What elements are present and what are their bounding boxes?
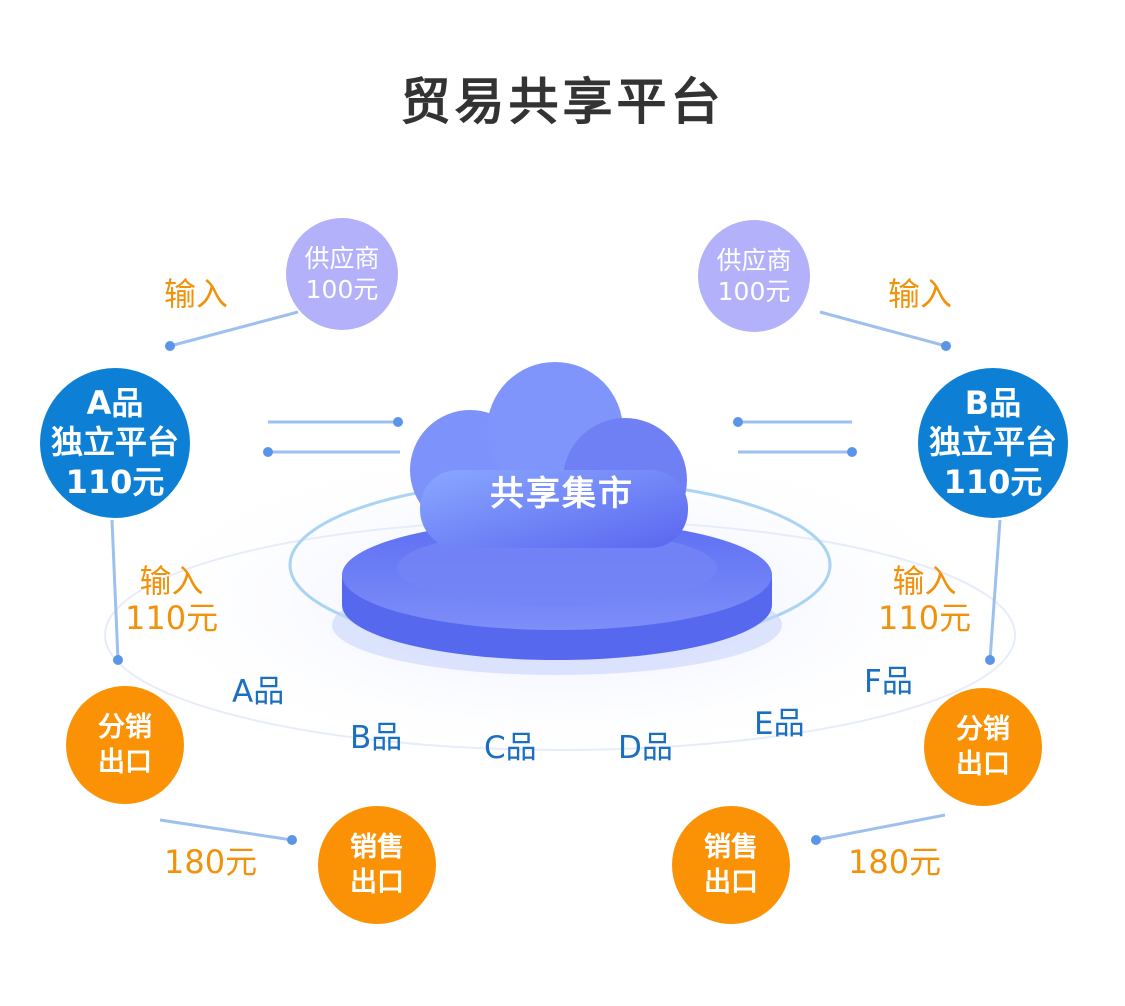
product-label-d: D品: [618, 730, 673, 766]
supplier-right-price: 100元: [717, 277, 791, 306]
product-label-c: C品: [484, 730, 537, 766]
distribution-left-line1: 分销: [98, 711, 152, 743]
platform-b-price: 110元: [943, 462, 1043, 501]
cloud-label: 共享集市: [490, 474, 634, 514]
sales-right-line2: 出口: [704, 867, 758, 898]
distribution-left-line2: 出口: [98, 747, 152, 778]
platform-a-name: 独立平台: [50, 423, 179, 462]
supplier-right-circle: 供应商 100元: [698, 220, 810, 332]
input-label-top-right: 输入: [888, 275, 953, 313]
platform-a-price: 110元: [65, 462, 165, 501]
sales-left-line2: 出口: [350, 867, 404, 898]
connector-dots: [113, 341, 995, 845]
sales-left-line1: 销售: [350, 831, 404, 863]
supplier-right-name: 供应商: [716, 245, 792, 275]
input-mid-right-price: 110元: [878, 598, 972, 637]
input-mid-right-text: 输入: [892, 562, 957, 600]
distribution-right-line2: 出口: [956, 749, 1010, 780]
platform-b-name: 独立平台: [928, 423, 1057, 462]
distribution-right-circle: 分销 出口: [924, 688, 1042, 806]
platform-a-circle: A品 独立平台 110元: [40, 368, 190, 518]
supplier-left-name: 供应商: [304, 243, 380, 273]
supplier-left-circle: 供应商 100元: [286, 218, 398, 330]
supplier-left-price: 100元: [305, 275, 379, 304]
input-label-mid-left: 输入 110元: [125, 563, 218, 637]
platform-a-product: A品: [86, 384, 144, 423]
page-title: 贸易共享平台: [400, 73, 725, 131]
input-mid-left-price: 110元: [125, 598, 219, 637]
price-label-right: 180元: [848, 843, 942, 881]
platform-b-circle: B品 独立平台 110元: [918, 368, 1068, 518]
cloud-shape: [410, 362, 688, 548]
connector-lines: [110, 310, 1002, 842]
distribution-right-line1: 分销: [956, 713, 1010, 745]
input-mid-left-text: 输入: [139, 562, 204, 600]
sales-right-circle: 销售 出口: [672, 806, 790, 924]
product-label-b: B品: [350, 720, 403, 756]
distribution-left-circle: 分销 出口: [66, 686, 184, 804]
input-label-mid-right: 输入 110元: [878, 563, 971, 637]
disk-top-inner: [397, 530, 717, 606]
product-label-f: F品: [864, 664, 913, 700]
product-label-e: E品: [754, 706, 805, 742]
sales-left-circle: 销售 出口: [318, 806, 436, 924]
input-label-top-left: 输入: [164, 275, 229, 313]
sales-right-line1: 销售: [704, 831, 758, 863]
product-label-a: A品: [232, 674, 285, 710]
price-label-left: 180元: [164, 843, 258, 881]
platform-b-product: B品: [964, 384, 1022, 423]
